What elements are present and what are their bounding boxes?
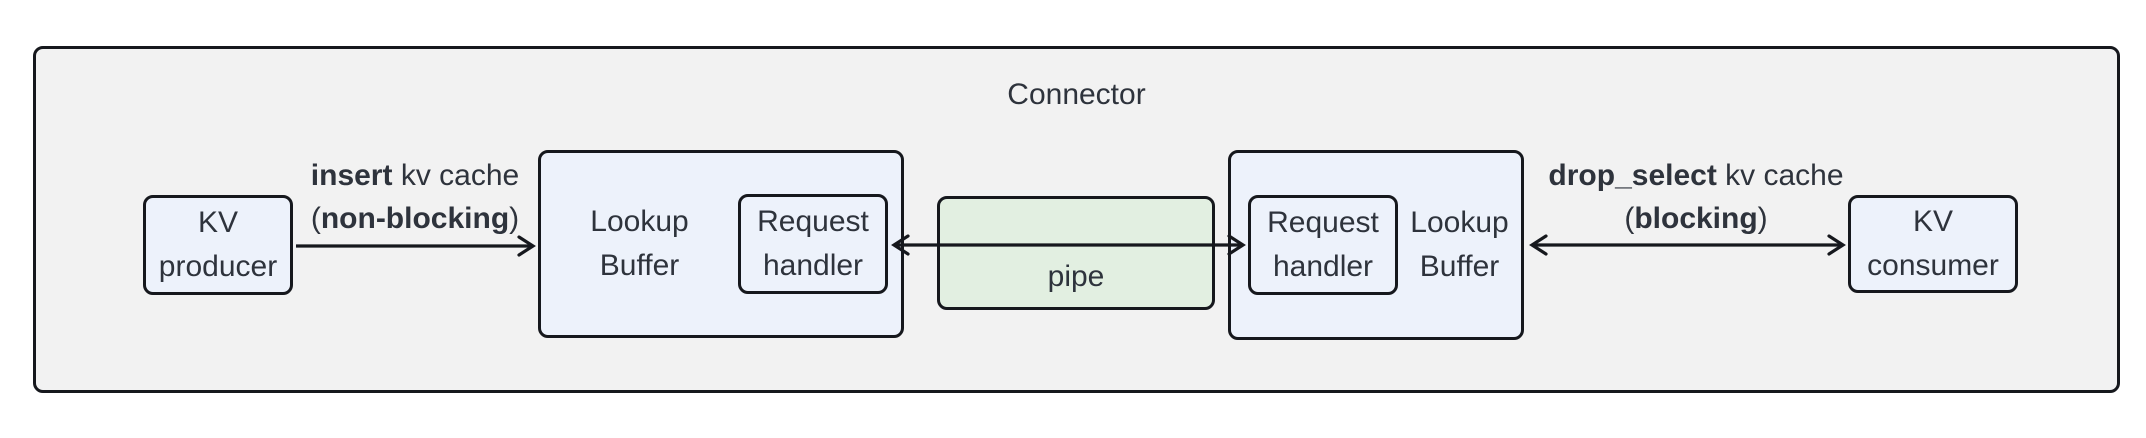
request-handler-left-node: Request handler [738,194,888,294]
edge-label-insert-open-paren: ( [310,202,321,235]
request-handler-right-line1: Request [1267,206,1379,239]
edge-label-drop-select-close-paren: ) [1757,202,1768,235]
kv-consumer-node: KV consumer [1848,195,2018,293]
lookup-buffer-left-line2: Buffer [599,249,680,282]
edge-label-drop-select: drop_select kv cache (blocking) [1535,154,1857,240]
kv-producer-label-line1: KV [197,206,239,239]
edge-label-drop-select-bold: drop_select [1548,159,1717,192]
kv-consumer-label-line2: consumer [1867,249,1999,282]
edge-label-insert: insert kv cache (non-blocking) [272,154,558,240]
request-handler-left-line1: Request [757,205,869,238]
lookup-buffer-left-node: Lookup Buffer Request handler [538,150,904,338]
edge-label-insert-line1: insert kv cache [272,154,558,197]
lookup-buffer-right-line2: Buffer [1419,250,1500,283]
edge-label-insert-bold: insert [310,159,393,192]
lookup-buffer-right-node: Request handler Lookup Buffer [1228,150,1524,340]
lookup-buffer-right-label: Lookup Buffer [1398,201,1521,289]
request-handler-right-node: Request handler [1248,195,1398,295]
edge-label-insert-line2: (non-blocking) [272,197,558,240]
kv-producer-label-line2: producer [158,250,278,283]
pipe-node: pipe [937,196,1215,310]
lookup-buffer-right-line1: Lookup [1410,206,1509,239]
request-handler-left-line2: handler [762,249,864,282]
pipe-label: pipe [1047,260,1105,293]
lookup-buffer-left-line1: Lookup [590,205,689,238]
kv-consumer-label-line1: KV [1912,205,1954,238]
edge-label-insert-bold2: non-blocking [320,202,510,235]
edge-label-insert-rest: kv cache [392,159,520,192]
edge-label-drop-select-bold2: blocking [1634,202,1758,235]
edge-label-insert-close-paren: ) [509,202,520,235]
edge-label-drop-select-line2: (blocking) [1535,197,1857,240]
kv-producer-node: KV producer [143,195,293,295]
connector-title: Connector [1007,78,1146,111]
edge-label-drop-select-rest: kv cache [1716,159,1844,192]
lookup-buffer-left-label: Lookup Buffer [541,200,738,288]
edge-label-drop-select-open-paren: ( [1624,202,1635,235]
request-handler-right-line2: handler [1272,250,1374,283]
edge-label-drop-select-line1: drop_select kv cache [1535,154,1857,197]
